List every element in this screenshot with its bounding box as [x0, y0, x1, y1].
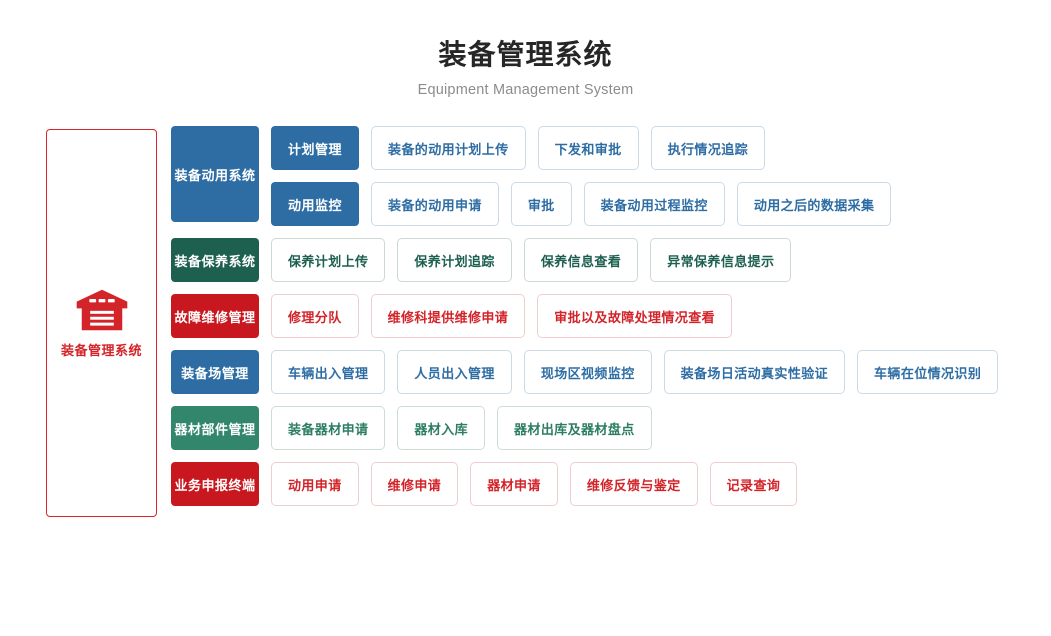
- feature-button[interactable]: 装备场日活动真实性验证: [663, 350, 846, 394]
- subline-group: 保养计划上传保养计划追踪保养信息查看异常保养信息提示: [259, 238, 792, 282]
- module-row: 装备保养系统保养计划上传保养计划追踪保养信息查看异常保养信息提示: [171, 238, 998, 282]
- feature-button[interactable]: 器材申请: [470, 462, 558, 506]
- category-tile[interactable]: 装备动用系统: [171, 126, 259, 222]
- brand-panel[interactable]: 装备管理系统: [46, 129, 157, 517]
- page-title: 装备管理系统: [438, 39, 613, 70]
- subline-group: 修理分队维修科提供维修申请审批以及故障处理情况查看: [259, 294, 733, 338]
- feature-button[interactable]: 人员出入管理: [397, 350, 512, 394]
- feature-button[interactable]: 维修科提供维修申请: [370, 294, 526, 338]
- category-tile[interactable]: 故障维修管理: [171, 294, 259, 338]
- feature-button[interactable]: 维修反馈与鉴定: [569, 462, 698, 506]
- category-tile[interactable]: 装备场管理: [171, 350, 259, 394]
- feature-button[interactable]: 装备动用过程监控: [583, 182, 725, 226]
- feature-button[interactable]: 执行情况追踪: [650, 126, 766, 170]
- feature-button[interactable]: 动用申请: [271, 462, 359, 506]
- subline-group: 车辆出入管理人员出入管理现场区视频监控装备场日活动真实性验证车辆在位情况识别: [259, 350, 999, 394]
- feature-button[interactable]: 车辆出入管理: [271, 350, 386, 394]
- module-row: 业务申报终端动用申请维修申请器材申请维修反馈与鉴定记录查询: [171, 462, 998, 506]
- subline-group: 计划管理装备的动用计划上传下发和审批执行情况追踪动用监控装备的动用申请审批装备动…: [259, 126, 892, 226]
- category-tile[interactable]: 业务申报终端: [171, 462, 259, 506]
- subline: 修理分队维修科提供维修申请审批以及故障处理情况查看: [259, 294, 733, 338]
- module-row: 装备场管理车辆出入管理人员出入管理现场区视频监控装备场日活动真实性验证车辆在位情…: [171, 350, 999, 394]
- warehouse-icon: [76, 289, 127, 330]
- feature-button[interactable]: 车辆在位情况识别: [857, 350, 999, 394]
- feature-button[interactable]: 器材入库: [397, 406, 486, 450]
- subcategory-tile[interactable]: 计划管理: [271, 126, 359, 170]
- subline-group: 动用申请维修申请器材申请维修反馈与鉴定记录查询: [259, 462, 798, 506]
- architecture-diagram: 装备管理系统 装备动用系统计划管理装备的动用计划上传下发和审批执行情况追踪动用监…: [0, 118, 1051, 538]
- page-subtitle: Equipment Management System: [417, 81, 634, 98]
- feature-button[interactable]: 维修申请: [370, 462, 459, 506]
- subline-group: 装备器材申请器材入库器材出库及器材盘点: [259, 406, 652, 450]
- feature-button[interactable]: 动用之后的数据采集: [736, 182, 892, 226]
- feature-button[interactable]: 装备器材申请: [271, 406, 386, 450]
- feature-button[interactable]: 审批: [510, 182, 572, 226]
- category-tile[interactable]: 装备保养系统: [171, 238, 259, 282]
- feature-button[interactable]: 器材出库及器材盘点: [497, 406, 652, 450]
- feature-button[interactable]: 修理分队: [271, 294, 359, 338]
- feature-button[interactable]: 保养计划追踪: [397, 238, 512, 282]
- feature-button[interactable]: 保养计划上传: [271, 238, 386, 282]
- subcategory-tile[interactable]: 动用监控: [271, 182, 359, 226]
- module-row: 器材部件管理装备器材申请器材入库器材出库及器材盘点: [171, 406, 998, 450]
- feature-button[interactable]: 记录查询: [709, 462, 798, 506]
- page-header: 装备管理系统 Equipment Management System: [0, 0, 1051, 98]
- subline: 动用申请维修申请器材申请维修反馈与鉴定记录查询: [259, 462, 798, 506]
- subline: 保养计划上传保养计划追踪保养信息查看异常保养信息提示: [259, 238, 792, 282]
- module-rows: 装备动用系统计划管理装备的动用计划上传下发和审批执行情况追踪动用监控装备的动用申…: [171, 126, 999, 506]
- category-tile[interactable]: 器材部件管理: [171, 406, 259, 450]
- subline: 装备器材申请器材入库器材出库及器材盘点: [259, 406, 652, 450]
- feature-button[interactable]: 下发和审批: [537, 126, 639, 170]
- feature-button[interactable]: 审批以及故障处理情况查看: [537, 294, 733, 338]
- feature-button[interactable]: 现场区视频监控: [523, 350, 652, 394]
- feature-button[interactable]: 异常保养信息提示: [650, 238, 792, 282]
- feature-button[interactable]: 装备的动用申请: [371, 182, 499, 226]
- feature-button[interactable]: 保养信息查看: [523, 238, 639, 282]
- subline: 车辆出入管理人员出入管理现场区视频监控装备场日活动真实性验证车辆在位情况识别: [259, 350, 999, 394]
- feature-button[interactable]: 装备的动用计划上传: [371, 126, 526, 170]
- brand-label: 装备管理系统: [60, 342, 142, 358]
- subline: 计划管理装备的动用计划上传下发和审批执行情况追踪: [259, 126, 891, 170]
- module-row: 故障维修管理修理分队维修科提供维修申请审批以及故障处理情况查看: [171, 294, 998, 338]
- subline: 动用监控装备的动用申请审批装备动用过程监控动用之后的数据采集: [259, 182, 892, 226]
- module-row: 装备动用系统计划管理装备的动用计划上传下发和审批执行情况追踪动用监控装备的动用申…: [171, 126, 998, 226]
